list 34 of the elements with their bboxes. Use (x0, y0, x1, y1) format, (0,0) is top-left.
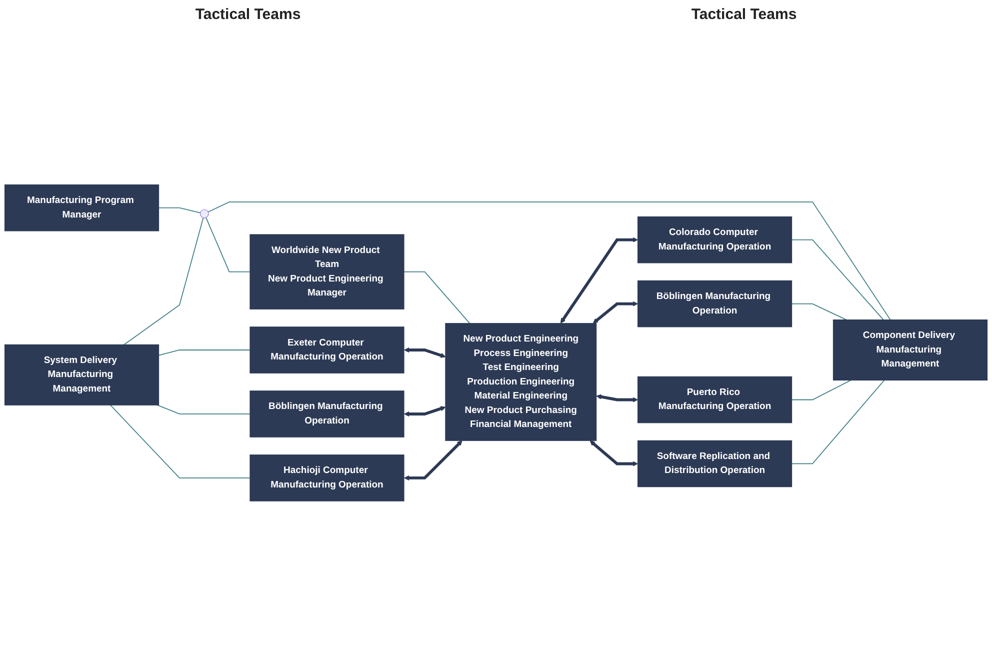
connector (791, 380, 852, 400)
node-box: Hachioji Computer Manufacturing Operation (250, 454, 404, 502)
node-circle (200, 209, 209, 218)
connector (791, 380, 885, 464)
group-heading: Tactical Teams (691, 6, 797, 22)
arrow (596, 394, 638, 402)
connector (158, 350, 250, 356)
node-box: System Delivery Manufacturing Management (4, 344, 160, 406)
node-box: Colorado Computer Manufacturing Operation (637, 216, 792, 264)
node-box: Software Replication and Distribution Operation (637, 440, 792, 488)
node-box: Böblingen Manufacturing Operation (250, 390, 404, 438)
connector (156, 404, 250, 415)
arrow (404, 348, 446, 358)
node-box: Puerto Rico Manufacturing Operation (637, 376, 792, 424)
node-box: New Product Engineering Process Engineering Test Engineering Production Engineering Material Engineering New Product Purchasing Financial Management (445, 323, 597, 442)
arrow (592, 301, 638, 324)
connector (208, 202, 891, 320)
node-box: Böblingen Manufacturing Operation (637, 280, 792, 328)
node-box: Exeter Computer Manufacturing Operation (250, 326, 404, 374)
group-heading: Tactical Teams (195, 6, 301, 22)
arrow (404, 440, 462, 481)
node-box: Component Delivery Manufacturing Management (832, 320, 988, 381)
connector (791, 240, 884, 320)
arrow (560, 237, 638, 324)
connector (124, 217, 204, 346)
connector (404, 271, 470, 324)
node-box: Manufacturing Program Manager (4, 184, 160, 232)
connector (110, 404, 250, 478)
node-box: Worldwide New Product Team New Product Engineering Manager (250, 234, 404, 310)
connector (158, 208, 201, 214)
arrow (590, 440, 638, 466)
connector (206, 217, 250, 272)
connector (791, 303, 847, 320)
arrow (404, 406, 446, 417)
